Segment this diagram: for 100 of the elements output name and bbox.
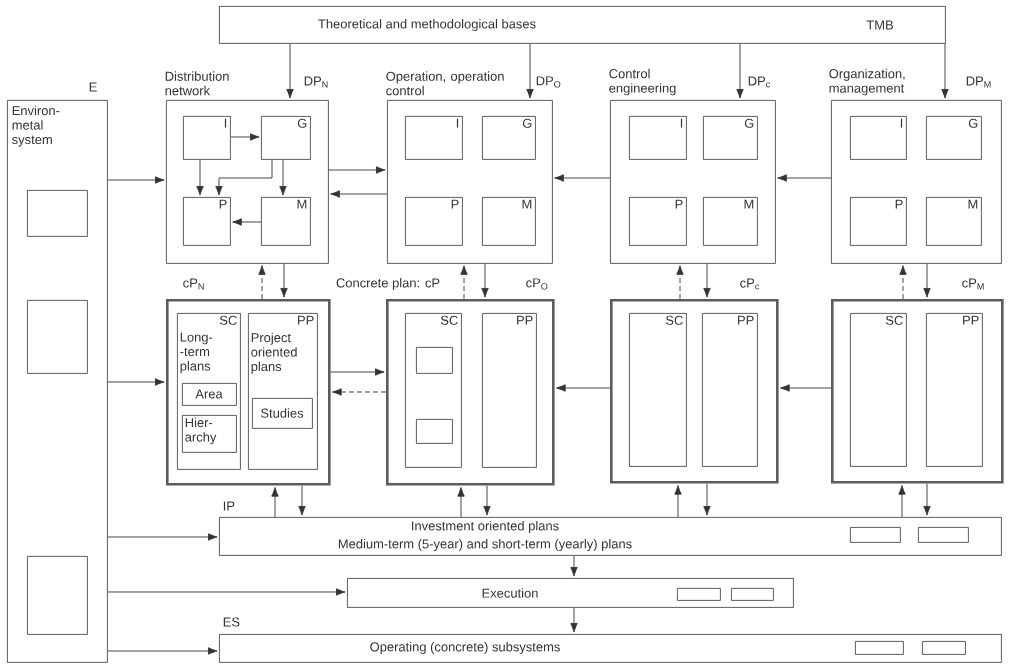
component-box: I bbox=[405, 116, 463, 160]
box-label: DP$_{O}$ bbox=[536, 76, 561, 88]
arrow bbox=[898, 485, 906, 518]
box-label: Investment oriented plans bbox=[412, 520, 559, 534]
plan-label: Concrete plan: cP bbox=[336, 277, 440, 291]
arrow bbox=[570, 555, 578, 577]
arrow bbox=[481, 263, 489, 298]
small-box bbox=[731, 588, 774, 601]
component-box: G bbox=[703, 116, 758, 160]
component-box: P bbox=[183, 197, 231, 246]
plan-column: PP bbox=[482, 313, 537, 468]
arrow bbox=[526, 43, 534, 99]
arrow bbox=[232, 218, 262, 226]
arrow bbox=[923, 263, 931, 298]
arrow bbox=[556, 384, 611, 392]
component-box: M bbox=[482, 197, 536, 246]
component-box: G bbox=[926, 116, 982, 160]
component-box: G bbox=[482, 116, 536, 160]
arrow bbox=[676, 265, 684, 300]
box-label: Organization, management bbox=[829, 68, 905, 96]
arrow bbox=[330, 190, 388, 198]
empty-box bbox=[27, 300, 88, 374]
plan-column: SC bbox=[850, 313, 907, 467]
component-box: P bbox=[405, 197, 463, 246]
small-box bbox=[850, 527, 901, 543]
arrow bbox=[332, 388, 387, 396]
arrow bbox=[460, 265, 468, 300]
component-box: P bbox=[850, 197, 907, 246]
box-label: Operation, operation control bbox=[386, 71, 504, 96]
sub-plan-box: Studies bbox=[252, 398, 313, 429]
box-label: Execution bbox=[482, 588, 538, 598]
box-label: ES bbox=[223, 617, 240, 627]
small-box bbox=[855, 641, 904, 655]
box-label: SC bbox=[219, 315, 237, 325]
small-box bbox=[677, 588, 721, 601]
sub-plan-box: Hier- archy bbox=[182, 415, 237, 453]
empty-box bbox=[416, 347, 453, 374]
box-label: Environ- metal system bbox=[12, 105, 60, 147]
box-label: DP$_{M}$ bbox=[966, 76, 991, 88]
arrow bbox=[483, 485, 491, 516]
box-label: Project oriented plans bbox=[251, 332, 297, 374]
arrow bbox=[703, 483, 711, 516]
arrow bbox=[736, 43, 744, 99]
box-label: DP$_{c}$ bbox=[748, 76, 770, 88]
box-label: Long- -term plans bbox=[180, 332, 213, 374]
sub-plan-box: Area bbox=[182, 383, 237, 406]
box-label: Control engineering bbox=[609, 68, 676, 96]
component-box: M bbox=[703, 197, 758, 246]
small-box bbox=[922, 641, 966, 655]
component-box: P bbox=[629, 197, 687, 246]
arrow bbox=[280, 263, 288, 298]
arrow bbox=[230, 133, 260, 141]
box-label: SC bbox=[440, 315, 458, 325]
component-box: M bbox=[261, 197, 311, 246]
box-label: PP bbox=[298, 315, 314, 325]
plan-column: PP bbox=[926, 313, 983, 467]
empty-box bbox=[27, 190, 88, 237]
box-label: cP$_{c}$ bbox=[740, 278, 760, 290]
arrow bbox=[258, 265, 266, 300]
arrow bbox=[330, 368, 385, 376]
box-label: Medium-term (5-year) and short-term (yearly) plans bbox=[338, 538, 632, 552]
arrow bbox=[328, 166, 386, 174]
plan-column: PP bbox=[702, 313, 758, 467]
arrow bbox=[286, 43, 294, 99]
arrow bbox=[554, 174, 611, 182]
component-box: I bbox=[183, 116, 231, 160]
component-box: M bbox=[926, 197, 982, 246]
arrow bbox=[674, 485, 682, 518]
arrow bbox=[271, 487, 279, 518]
arrow bbox=[196, 159, 204, 196]
component-box: I bbox=[629, 116, 687, 160]
arrow bbox=[215, 159, 273, 196]
box-label: IP bbox=[223, 501, 235, 511]
arrow bbox=[107, 378, 165, 386]
arrow bbox=[899, 265, 907, 300]
arrow bbox=[107, 588, 346, 596]
arrow bbox=[570, 607, 578, 633]
arrow bbox=[941, 43, 949, 99]
box-label: cP$_{N}$ bbox=[183, 278, 204, 290]
plan-column: SC bbox=[629, 313, 687, 467]
arrow bbox=[107, 533, 218, 541]
arrow bbox=[923, 483, 931, 516]
arrow bbox=[298, 485, 306, 516]
box-label: cP$_{M}$ bbox=[962, 278, 984, 290]
box-label: Operating (concrete) subsystems bbox=[370, 641, 560, 655]
box-label: DP$_{N}$ bbox=[304, 76, 328, 88]
box-label: E bbox=[89, 82, 97, 92]
arrow bbox=[457, 487, 465, 518]
process-box: Theoretical and methodological bases TMB bbox=[219, 6, 946, 44]
arrow bbox=[703, 263, 711, 298]
box-label: Distribution network bbox=[165, 71, 229, 96]
component-box: I bbox=[850, 116, 907, 160]
arrow bbox=[780, 384, 832, 392]
component-box: G bbox=[261, 116, 311, 160]
box-label: cP$_{O}$ bbox=[526, 278, 548, 290]
small-box bbox=[918, 527, 969, 543]
arrow bbox=[279, 159, 287, 196]
arrow bbox=[777, 174, 832, 182]
empty-box bbox=[416, 419, 453, 444]
empty-box bbox=[27, 556, 88, 635]
